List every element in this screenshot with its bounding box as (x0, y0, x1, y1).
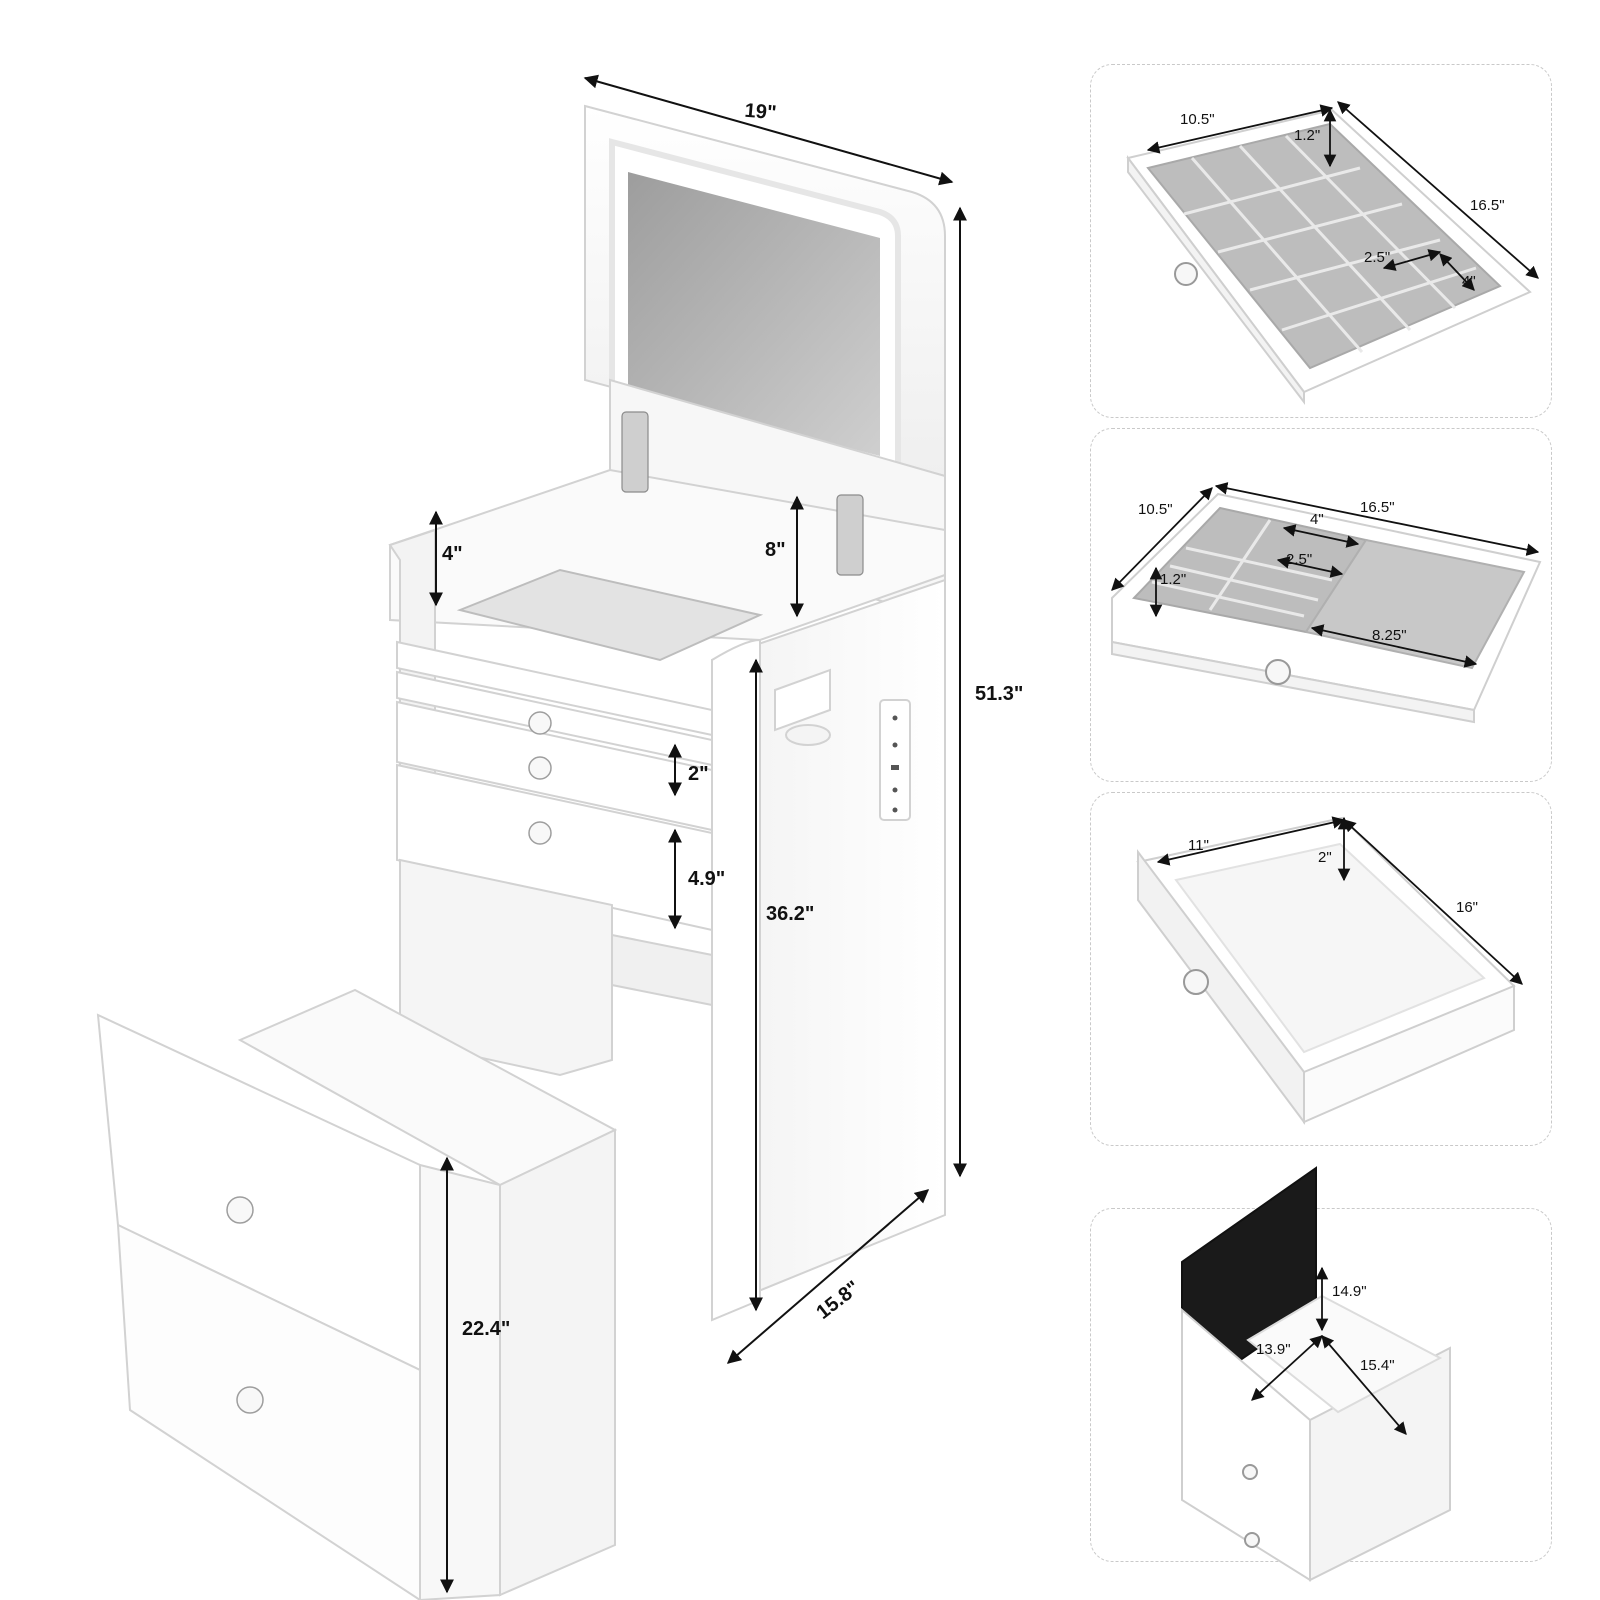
drawer-front (1127, 155, 1305, 405)
left-leg (399, 858, 613, 1077)
p4-inner-width-label: 13.9" (1256, 1341, 1291, 1358)
panel4-labels: 14.9" 13.9" 15.4" (1256, 1283, 1395, 1374)
p2-cell-width-label: 2.5" (1286, 551, 1312, 568)
p2-length-label: 16.5" (1360, 499, 1395, 516)
hair-dryer-holder (774, 668, 831, 732)
top-well-label: 4" (442, 543, 463, 565)
p3-depth-label: 16" (1456, 899, 1478, 916)
jewelry-drawer-illustration (1126, 108, 1532, 405)
stool-front-lower (116, 1223, 421, 1600)
hinges (621, 411, 864, 576)
storage-stool (96, 988, 618, 1600)
p1-divider-label: 1.2" (1294, 127, 1320, 144)
knob-icon (1183, 969, 1209, 995)
depth-arrow (726, 1189, 930, 1364)
knob-icon (1174, 262, 1198, 286)
p2-divider-label: 1.2" (1160, 571, 1186, 588)
drawer-front (1111, 640, 1475, 724)
knob-icon (1242, 1464, 1258, 1480)
mirror-clearance-label: 8" (765, 539, 786, 561)
p2-width-label: 10.5" (1138, 501, 1173, 518)
p1-width-label: 10.5" (1180, 111, 1215, 128)
stool-front-edge (419, 1163, 501, 1600)
detail-panel-accessory-drawer (1090, 428, 1552, 782)
panel3-labels: 11" 2" 16" (1188, 837, 1478, 916)
width-label: 19" (744, 100, 778, 125)
stool-height-label: 22.4" (462, 1318, 510, 1340)
panel2-labels: 10.5" 16.5" 4" 2.5" 1.2" 8.25" (1138, 499, 1407, 644)
drawer-knobs (528, 711, 552, 845)
p1-cell-width-label: 2.5" (1364, 249, 1390, 266)
right-side-front-edge (711, 638, 761, 1322)
drawer-large-label: 4.9" (688, 868, 725, 890)
p2-cell-length-label: 4" (1310, 511, 1324, 528)
power-outlet-strip (879, 699, 911, 821)
mirror-glass (628, 172, 880, 456)
hinge-icon (621, 411, 649, 493)
panel1-labels: 10.5" 1.2" 16.5" 2.5" 4" (1180, 111, 1505, 290)
p4-inner-depth-label: 15.4" (1360, 1357, 1395, 1374)
stool-right-side (499, 1128, 616, 1597)
p4-lid-height-label: 14.9" (1332, 1283, 1367, 1300)
p3-height-label: 2" (1318, 849, 1332, 866)
accessory-drawer-illustration (1111, 492, 1542, 724)
p3-width-label: 11" (1188, 837, 1209, 854)
p2-ring-section-label: 8.25" (1372, 627, 1407, 644)
outlet-sockets (891, 715, 899, 813)
hinge-icon (836, 494, 864, 576)
detail-panel-jewelry-drawer (1090, 64, 1552, 418)
knob-icon (528, 756, 552, 780)
rear-crossbar (611, 933, 713, 1007)
drawer-small-label: 2" (688, 763, 709, 785)
detail-panel-open-drawer (1090, 792, 1552, 1146)
knob-icon (236, 1386, 264, 1414)
hair-dryer-ring (785, 724, 831, 746)
open-drawer-illustration (1136, 816, 1516, 1126)
p1-cell-length-label: 4" (1462, 273, 1476, 290)
knob-icon (1244, 1532, 1260, 1548)
p1-depth-label: 16.5" (1470, 197, 1505, 214)
stool-storage-illustration (1181, 1166, 1451, 1582)
vanity-table (388, 104, 946, 1322)
stool-knobs (226, 1196, 264, 1414)
knob-icon (1265, 659, 1291, 685)
total-height-label: 51.3" (975, 683, 1023, 705)
drawer-side (1303, 984, 1515, 1124)
panel3-arrows (1156, 816, 1523, 985)
panel2-arrows (1111, 482, 1540, 668)
dimension-arrows (429, 74, 967, 1594)
knob-icon (528, 821, 552, 845)
width-arrow (583, 74, 954, 186)
panel4-arrows (1251, 1266, 1407, 1435)
glass-jewelry-tray (456, 568, 764, 662)
table-height-label: 36.2" (766, 903, 814, 925)
knob-icon (528, 711, 552, 735)
knob-icon (226, 1196, 254, 1224)
panel1-arrows (1146, 101, 1539, 291)
